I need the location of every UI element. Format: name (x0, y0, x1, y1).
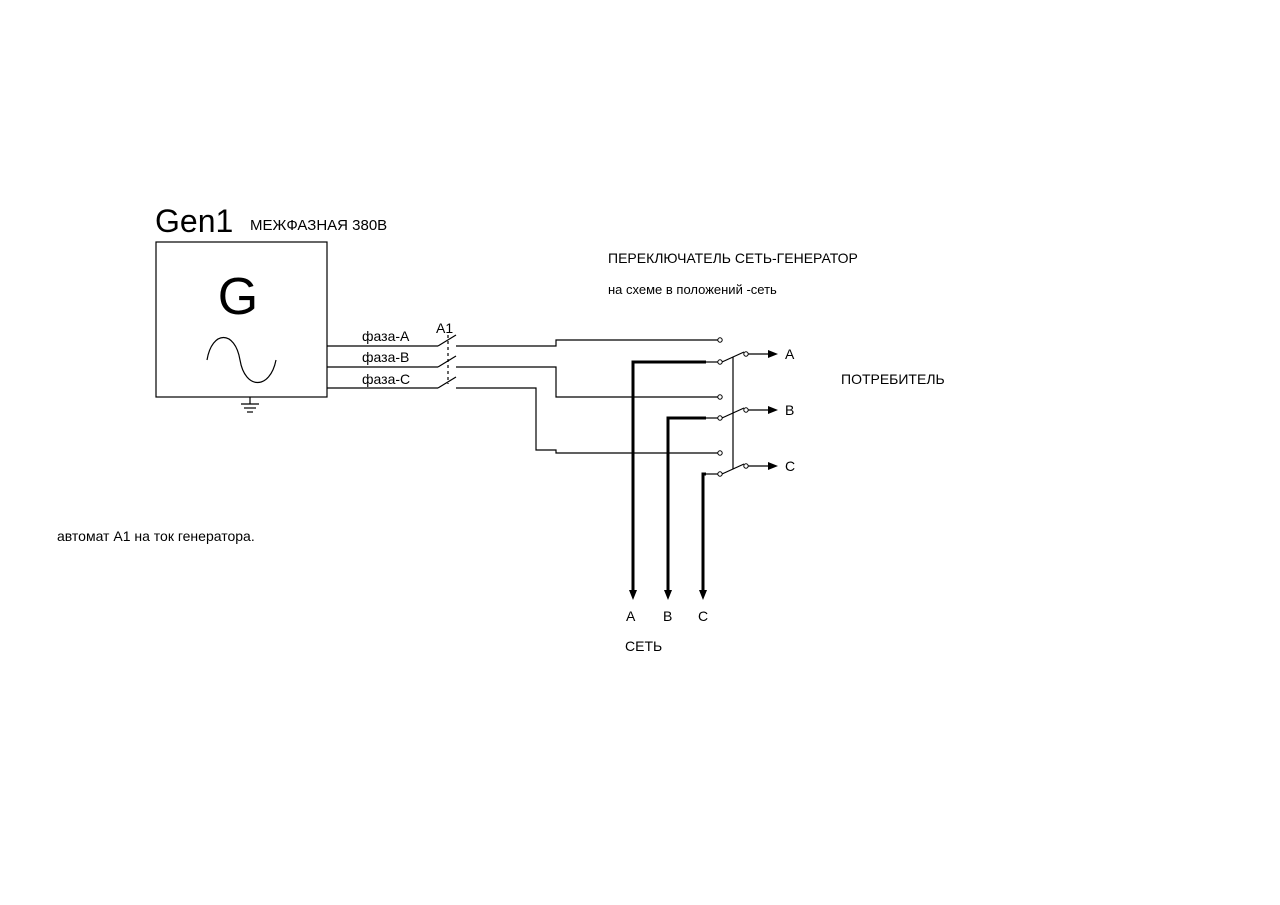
breaker-contacts (437, 334, 457, 389)
ground-icon (241, 397, 259, 413)
consumer-out-b: B (785, 402, 794, 418)
breaker-note: автомат А1 на ток генератора. (57, 528, 255, 544)
grid-in-b: B (663, 608, 672, 624)
grid-a-arrow-icon (629, 590, 637, 600)
generator-name: Gen1 (155, 203, 233, 239)
changeover-switch (717, 337, 749, 477)
out-c-arrow-icon (768, 462, 778, 470)
ac-sine-icon (206, 336, 277, 384)
generator-voltage-note: МЕЖФАЗНАЯ 380В (250, 217, 387, 234)
consumer-out-c: C (785, 458, 795, 474)
consumer-out-a: A (785, 346, 795, 362)
generator-box (155, 241, 328, 398)
gen-line-c (456, 387, 720, 454)
grid-in-a: A (626, 608, 636, 624)
phase-c-label: фаза-С (362, 371, 410, 387)
grid-label: СЕТЬ (625, 638, 662, 654)
grid-line-c (701, 472, 706, 592)
consumer-label: ПОТРЕБИТЕЛЬ (841, 371, 945, 387)
grid-line-b (666, 416, 706, 592)
gen-line-a (456, 339, 720, 347)
generator-symbol: G (218, 268, 258, 326)
switch-position-note: на схеме в положений -сеть (608, 282, 777, 297)
gen-line-b (456, 366, 720, 398)
grid-b-arrow-icon (664, 590, 672, 600)
out-b-arrow-icon (768, 406, 778, 414)
out-a-arrow-icon (768, 350, 778, 358)
phase-a-label: фаза-А (362, 328, 410, 344)
phase-b-label: фаза-В (362, 349, 409, 365)
grid-c-arrow-icon (699, 590, 707, 600)
breaker-label: А1 (436, 320, 453, 336)
grid-in-c: C (698, 608, 708, 624)
grid-line-a (631, 360, 706, 592)
switch-title: ПЕРЕКЛЮЧАТЕЛЬ СЕТЬ-ГЕНЕРАТОР (608, 250, 858, 266)
